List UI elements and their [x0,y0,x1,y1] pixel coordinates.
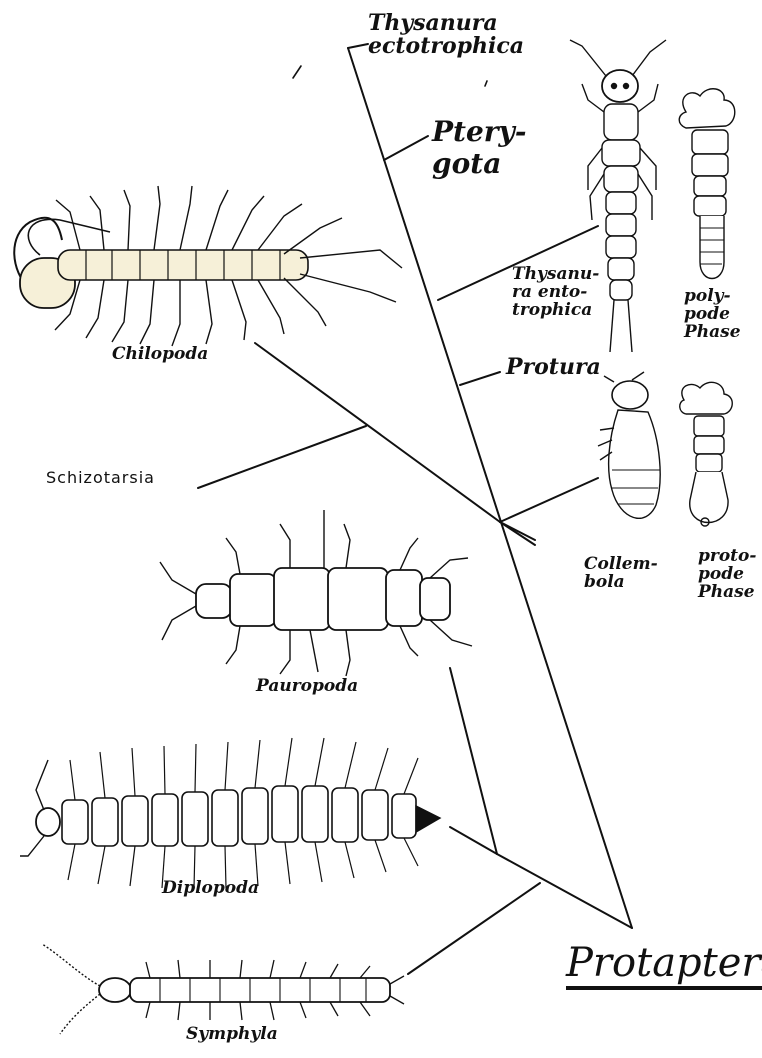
chilopoda-drawing [14,186,402,346]
thysanura-ectotrophica-stem [348,44,368,48]
collembola-branch [500,478,598,522]
millipede-drawing [20,738,440,888]
pauropod-drawing [160,510,472,676]
springtail-drawing [598,372,660,518]
stray-mark-2 [485,81,487,86]
pauropoda-lower-stem [450,668,497,854]
label-thysanura-ectotrophica: Thysanura ectotrophica [368,12,524,58]
symphyla-branch [408,883,540,974]
symphylan-drawing [42,944,404,1034]
label-polypode-phase: poly- pode Phase [684,288,741,342]
protura-branch [460,372,500,385]
diplopoda-branch [450,827,497,854]
label-protopode-phase: proto- pode Phase [698,548,756,602]
label-collembola: Collem- bola [584,556,658,592]
label-symphyla: Symphyla [186,1026,278,1044]
label-thysanura-entotrophica: Thysanu- ra ento- trophica [512,266,599,320]
label-protura: Protura [506,356,601,379]
chilopoda-branch [255,343,500,522]
label-protaptera: Protaptera [566,942,762,984]
schizotarsia-branch [198,426,366,488]
stray-mark [293,66,301,78]
protopode-larva-drawing [680,382,733,526]
label-chilopoda: Chilopoda [112,346,208,364]
label-pterygota: Ptery- gota [432,116,526,180]
label-schizotarsia: Schizotarsia [46,470,155,487]
polypode-larva-drawing [679,89,735,279]
pterygota-branch [384,136,428,160]
label-pauropoda: Pauropoda [256,678,358,696]
label-diplopoda: Diplopoda [162,880,259,898]
